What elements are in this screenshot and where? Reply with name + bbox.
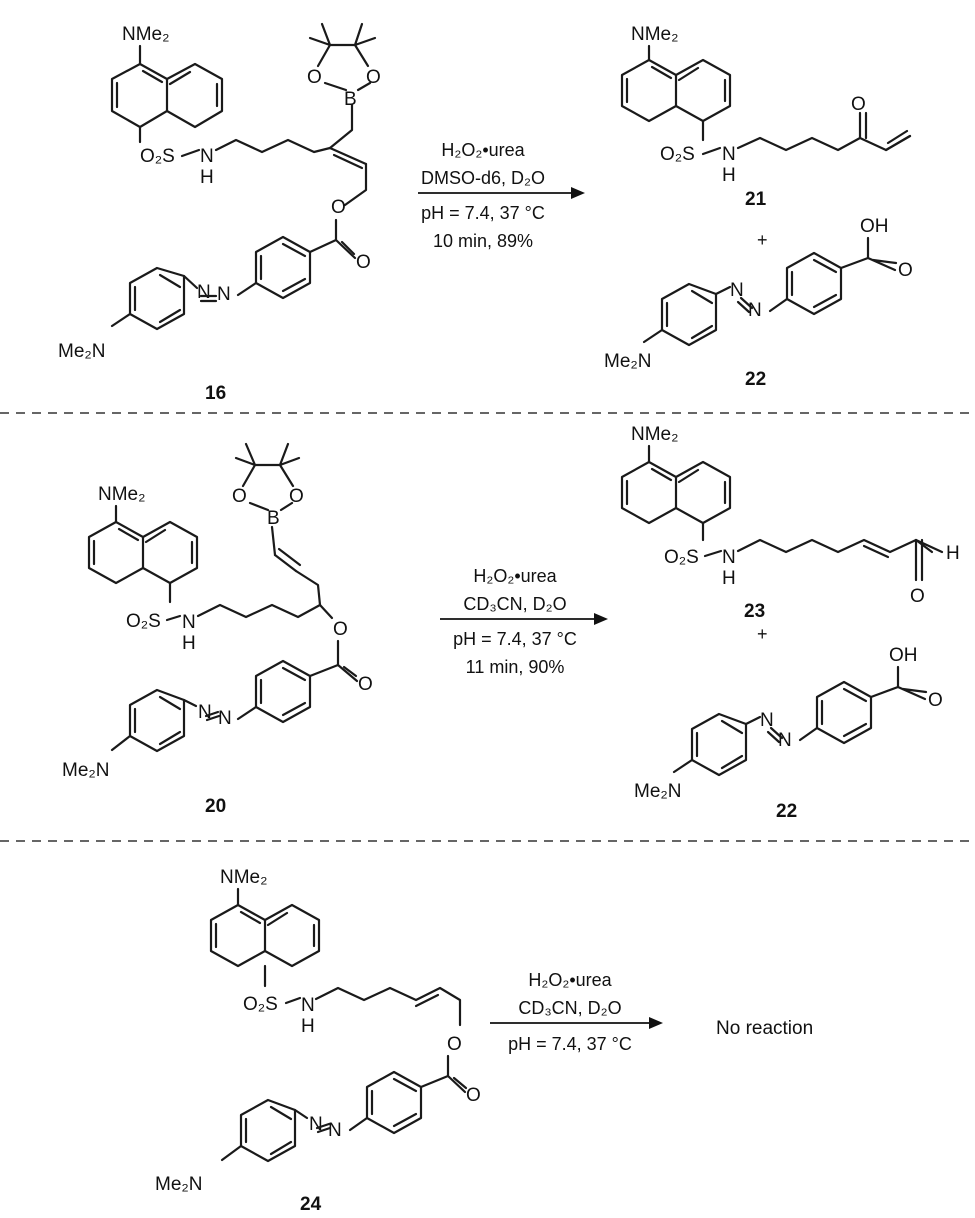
atom-o: O bbox=[289, 486, 304, 507]
atom-me2n: Me₂N bbox=[155, 1174, 203, 1195]
atom-o: O bbox=[232, 486, 247, 507]
compound-label-23: 23 bbox=[744, 601, 765, 622]
atom-n: N bbox=[730, 280, 744, 301]
atom-h: H bbox=[722, 165, 736, 186]
atom-n: N bbox=[328, 1120, 342, 1141]
product-22-structure: OH O N N Me₂N bbox=[634, 645, 943, 802]
compound-label-24: 24 bbox=[300, 1194, 322, 1215]
atom-nh: N bbox=[200, 146, 214, 167]
reaction-1: NMe₂ O₂S N H B O O O bbox=[58, 22, 913, 404]
atom-o: O bbox=[307, 67, 322, 88]
atom-o2s: O₂S bbox=[664, 547, 699, 568]
arrow-head bbox=[594, 613, 608, 625]
compound-label-16: 16 bbox=[205, 383, 226, 404]
product-23-structure: NMe₂ O₂S N H H O bbox=[620, 424, 960, 607]
reaction-3: NMe₂ O₂S N H O O N N bbox=[155, 867, 813, 1215]
atom-h: H bbox=[200, 167, 214, 188]
atom-o: O bbox=[331, 197, 346, 218]
atom-n: N bbox=[309, 1114, 323, 1135]
no-reaction-text: No reaction bbox=[716, 1018, 813, 1039]
condition-ph-temp: pH = 7.4, 37 °C bbox=[421, 203, 545, 223]
atom-nh: N bbox=[722, 144, 736, 165]
compound-label-22: 22 bbox=[745, 369, 766, 390]
plus-sign: + bbox=[757, 624, 768, 644]
product-21-structure: NMe₂ O₂S N H O bbox=[620, 24, 912, 186]
atom-o2s: O₂S bbox=[126, 611, 161, 632]
atom-h: H bbox=[301, 1016, 315, 1037]
reactant-20-structure: NMe₂ O₂S N H B O O O O bbox=[62, 442, 373, 781]
atom-me2n: Me₂N bbox=[634, 781, 682, 802]
atom-o: O bbox=[466, 1085, 481, 1106]
atom-o: O bbox=[356, 252, 371, 273]
atom-nh: N bbox=[182, 612, 196, 633]
atom-n: N bbox=[217, 284, 231, 305]
atom-me2n: Me₂N bbox=[58, 341, 106, 362]
condition-reagent: H₂O₂•urea bbox=[473, 566, 557, 586]
condition-solvent: DMSO-d6, D₂O bbox=[421, 168, 545, 188]
condition-solvent: CD₃CN, D₂O bbox=[518, 998, 621, 1018]
reactant-24-structure: NMe₂ O₂S N H O O N N bbox=[155, 867, 481, 1195]
atom-o2s: O₂S bbox=[140, 146, 175, 167]
atom-n: N bbox=[760, 710, 774, 731]
atom-h: H bbox=[722, 568, 736, 589]
atom-nh: N bbox=[722, 547, 736, 568]
atom-o: O bbox=[358, 674, 373, 695]
atom-n: N bbox=[218, 708, 232, 729]
conditions-1: H₂O₂•urea DMSO-d6, D₂O pH = 7.4, 37 °C 1… bbox=[418, 140, 585, 251]
condition-solvent: CD₃CN, D₂O bbox=[463, 594, 566, 614]
atom-me2n: Me₂N bbox=[62, 760, 110, 781]
atom-n: N bbox=[198, 702, 212, 723]
atom-o: O bbox=[447, 1034, 462, 1055]
atom-oh: OH bbox=[860, 216, 889, 237]
atom-nme2: NMe₂ bbox=[631, 24, 679, 45]
atom-nh: N bbox=[301, 995, 315, 1016]
atom-n: N bbox=[748, 300, 762, 321]
atom-nme2: NMe₂ bbox=[631, 424, 679, 445]
compound-label-22: 22 bbox=[776, 801, 797, 822]
condition-ph-temp: pH = 7.4, 37 °C bbox=[508, 1034, 632, 1054]
compound-label-20: 20 bbox=[205, 796, 226, 817]
atom-h: H bbox=[182, 633, 196, 654]
arrow-head bbox=[649, 1017, 663, 1029]
conditions-3: H₂O₂•urea CD₃CN, D₂O pH = 7.4, 37 °C bbox=[490, 970, 663, 1054]
atom-nme2: NMe₂ bbox=[220, 867, 268, 888]
atom-b: B bbox=[344, 89, 357, 110]
atom-o: O bbox=[898, 260, 913, 281]
atom-nme2: NMe₂ bbox=[122, 24, 170, 45]
arrow-head bbox=[571, 187, 585, 199]
atom-o2s: O₂S bbox=[660, 144, 695, 165]
atom-o: O bbox=[910, 586, 925, 607]
condition-ph-temp: pH = 7.4, 37 °C bbox=[453, 629, 577, 649]
reactant-16-structure: NMe₂ O₂S N H B O O O bbox=[58, 22, 381, 362]
atom-o: O bbox=[928, 690, 943, 711]
atom-n: N bbox=[197, 282, 211, 303]
atom-o2s: O₂S bbox=[243, 994, 278, 1015]
condition-time-yield: 11 min, 90% bbox=[466, 657, 565, 677]
condition-time-yield: 10 min, 89% bbox=[433, 231, 533, 251]
plus-sign: + bbox=[757, 230, 768, 250]
atom-o: O bbox=[851, 94, 866, 115]
product-22-structure: OH O N N Me₂N bbox=[604, 216, 913, 372]
compound-label-21: 21 bbox=[745, 189, 767, 210]
atom-b: B bbox=[267, 508, 280, 529]
atom-n: N bbox=[778, 730, 792, 751]
atom-me2n: Me₂N bbox=[604, 351, 652, 372]
atom-o: O bbox=[333, 619, 348, 640]
atom-nme2: NMe₂ bbox=[98, 484, 146, 505]
condition-reagent: H₂O₂•urea bbox=[441, 140, 525, 160]
conditions-2: H₂O₂•urea CD₃CN, D₂O pH = 7.4, 37 °C 11 … bbox=[440, 566, 608, 677]
atom-h: H bbox=[946, 543, 960, 564]
reaction-2: NMe₂ O₂S N H B O O O O bbox=[62, 424, 960, 822]
condition-reagent: H₂O₂•urea bbox=[528, 970, 612, 990]
atom-oh: OH bbox=[889, 645, 918, 666]
